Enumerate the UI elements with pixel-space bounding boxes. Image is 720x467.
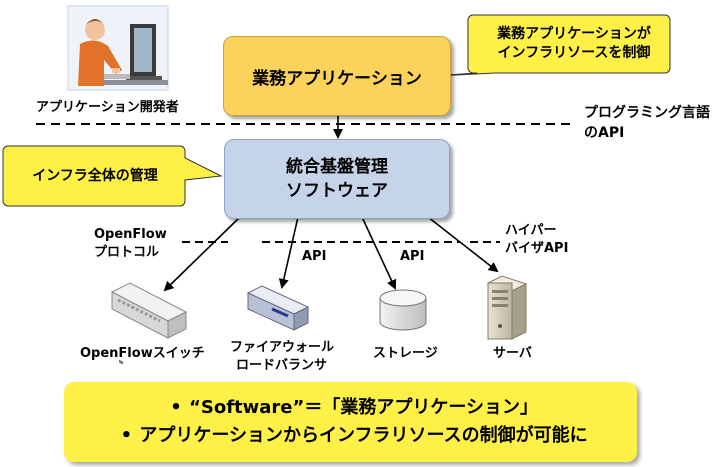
summary-box: • “Software”＝「業務アプリケーション」 • アプリケーションからイン… bbox=[64, 382, 637, 462]
server-icon bbox=[486, 275, 528, 340]
callout-left-shape bbox=[2, 145, 223, 207]
integrated-platform-management-box: 統合基盤管理 ソフトウェア bbox=[224, 139, 450, 219]
callout-app-controls-infra-line2: インフラリソースを制御 bbox=[497, 45, 651, 61]
openflow-protocol-line1: OpenFlow bbox=[94, 227, 167, 242]
openflow-switch-icon bbox=[110, 282, 188, 365]
arrow-to-firewall bbox=[278, 216, 299, 289]
arrow-to-storage bbox=[361, 216, 397, 290]
arrow-to-switch bbox=[163, 216, 241, 292]
developer-label: アプリケーション開発者 bbox=[36, 100, 179, 115]
mgmt-box-line2: ソフトウェア bbox=[286, 181, 388, 201]
callout-app-controls-infra-line1: 業務アプリケーションが bbox=[497, 26, 651, 42]
arrow-to-server bbox=[427, 216, 499, 273]
programming-api-label-line2: のAPI bbox=[584, 125, 625, 141]
bullet-2: • bbox=[120, 425, 133, 446]
summary-text-2: アプリケーションからインフラリソースの制御が可能に bbox=[139, 425, 588, 446]
openflow-protocol-line2: プロトコル bbox=[94, 245, 160, 260]
device-label-openflow-switch: OpenFlowスイッチ bbox=[80, 346, 205, 361]
callout-infra-management-text: インフラ全体の管理 bbox=[32, 167, 158, 184]
programming-api-label: プログラミング言語 のAPI bbox=[584, 103, 710, 143]
summary-text-1: “Software”＝「業務アプリケーション」 bbox=[189, 397, 538, 418]
api-label-firewall: API bbox=[302, 249, 327, 264]
firewall-loadbalancer-icon bbox=[246, 285, 310, 421]
summary-line-2: • アプリケーションからインフラリソースの制御が可能に bbox=[113, 422, 588, 450]
business-application-label: 業務アプリケーション bbox=[252, 68, 422, 89]
hypervisor-api-line1: ハイパー bbox=[505, 223, 557, 238]
openflow-protocol-label: OpenFlow プロトコル bbox=[94, 226, 167, 262]
callout-infra-management: インフラ全体の管理 bbox=[6, 148, 184, 204]
developer-icon bbox=[67, 5, 169, 91]
business-application-box: 業務アプリケーション bbox=[223, 36, 451, 116]
device-label-storage: ストレージ bbox=[373, 346, 438, 361]
storage-icon bbox=[379, 289, 427, 331]
summary-line-1: • “Software”＝「業務アプリケーション」 bbox=[163, 394, 538, 422]
api-label-storage: API bbox=[400, 249, 425, 264]
mgmt-box-line1: 統合基盤管理 bbox=[286, 157, 388, 177]
callout-app-controls-infra: 業務アプリケーションが インフラリソースを制御 bbox=[478, 18, 670, 70]
hypervisor-api-label: ハイパー バイザAPI bbox=[505, 222, 568, 258]
device-label-firewall-line1: ファイアウォール bbox=[230, 340, 335, 355]
device-label-server: サーバ bbox=[493, 346, 532, 361]
device-label-firewall-loadbalancer: ファイアウォール ロードバランサ bbox=[230, 339, 334, 375]
hypervisor-api-line2: バイザAPI bbox=[505, 241, 569, 256]
bullet-1: • bbox=[170, 397, 182, 418]
programming-api-label-line1: プログラミング言語 bbox=[584, 105, 710, 121]
device-label-firewall-line2: ロードバランサ bbox=[236, 358, 328, 373]
